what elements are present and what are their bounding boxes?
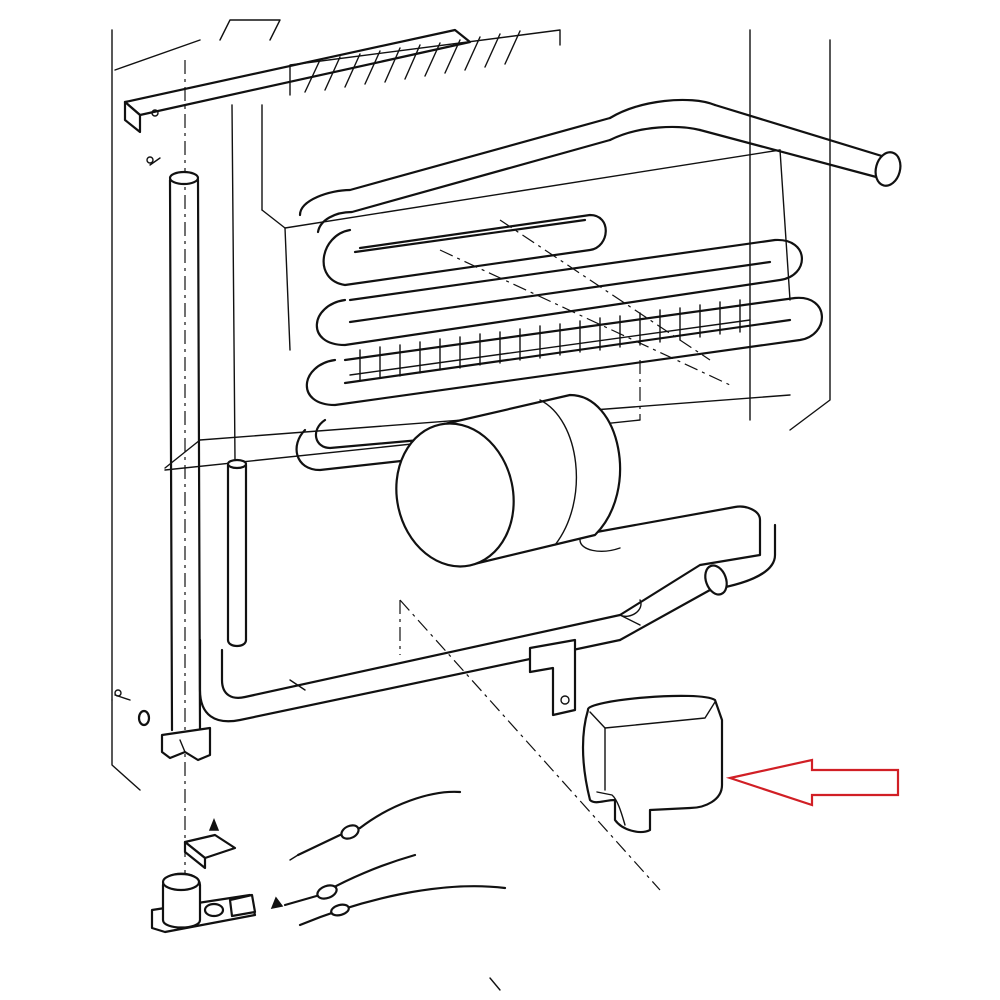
condenser-fins <box>219 19 561 96</box>
reservoir-tank <box>395 393 622 568</box>
burner-assembly <box>150 817 284 934</box>
fasteners <box>114 689 151 727</box>
coil-fins <box>349 299 751 381</box>
mounting-rail <box>123 28 472 134</box>
highlight-arrow-icon <box>725 758 900 807</box>
ignition-wires <box>283 790 507 927</box>
cabinet-outline <box>111 29 831 791</box>
tube-clip <box>160 726 212 762</box>
boiler-tube <box>146 156 202 732</box>
mounting-bracket <box>528 638 577 717</box>
lower-tube-loop <box>198 505 777 723</box>
thermostat-probe <box>226 104 248 648</box>
evaporator-box <box>261 104 791 351</box>
absorber-tube <box>298 98 902 234</box>
burner-cover-hood <box>581 694 724 834</box>
leader-tick <box>489 977 501 991</box>
evaporator-coils <box>305 213 823 407</box>
